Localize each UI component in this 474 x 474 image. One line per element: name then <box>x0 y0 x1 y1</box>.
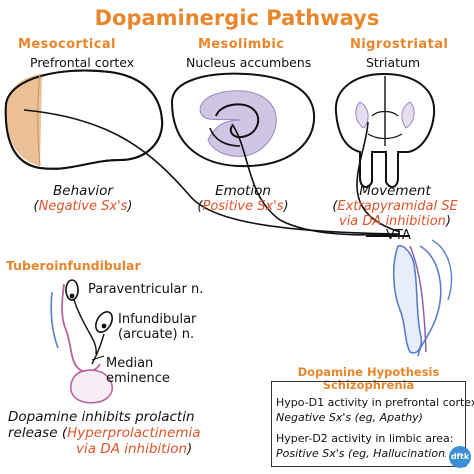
nigrostriatal-title: Nigrostriatal <box>350 37 449 52</box>
hypothesis-box <box>271 381 466 467</box>
mesolimbic-title: Mesolimbic <box>198 37 285 52</box>
hypothesis-line-3: Hyper-D2 activity in limbic area: <box>276 432 454 445</box>
positive-sx-label: (Positive Sx's) <box>197 199 289 214</box>
median-label: Median <box>106 356 154 371</box>
eminence-label: eminence <box>106 371 170 386</box>
hypothesis-line-2: Negative Sx's (eg, Apathy) <box>276 411 423 424</box>
negative-sx-label: (Negative Sx's) <box>33 199 133 214</box>
mesolimbic-brain <box>170 72 316 168</box>
infundibular-nucleus <box>95 311 113 333</box>
pituitary-gland <box>69 369 113 404</box>
infundibular-label: Infundibular <box>118 312 197 327</box>
paraventricular-nucleus <box>65 279 79 301</box>
hypothesis-title: Dopamine Hypothesis <box>297 365 440 379</box>
prolactin-line-1: Dopamine inhibits prolactin <box>8 409 195 425</box>
brand-logo-badge: dftk <box>449 446 471 468</box>
arcuate-label: (arcuate) n. <box>118 327 195 342</box>
vta-label: VTA <box>386 228 411 243</box>
paraventricular-label: Paraventricular n. <box>88 282 204 297</box>
emotion-label: Emotion <box>215 183 271 199</box>
page-title: Dopaminergic Pathways <box>94 6 380 30</box>
striatum-label: Striatum <box>366 55 421 70</box>
striatum-left <box>355 101 369 129</box>
prolactin-line-3: via DA inhibition) <box>76 441 193 457</box>
tuberoinfundibular-title: Tuberoinfundibular <box>6 258 141 273</box>
brainstem <box>392 239 453 357</box>
striatum-right <box>401 101 415 129</box>
prolactin-line-2: release (Hyperprolactinemia <box>8 425 201 441</box>
mesocortical-title: Mesocortical <box>18 37 116 52</box>
hypothesis-line-1: Hypo-D1 activity in prefrontal cortex: <box>276 396 474 409</box>
hypothalamus-diagram <box>50 279 113 404</box>
prefrontal-cortex-label: Prefrontal cortex <box>30 55 135 70</box>
da-inhibition-label: via DA inhibition) <box>339 214 451 229</box>
prefrontal-cortex-shading <box>5 74 42 166</box>
dopamine-tracts <box>23 109 410 237</box>
hypothesis-line-4: Positive Sx's (eg, Hallucinations) <box>276 447 446 460</box>
movement-label: Movement <box>359 183 431 199</box>
nucleus-accumbens-label: Nucleus accumbens <box>186 55 312 70</box>
behavior-label: Behavior <box>53 183 113 199</box>
mesocortical-brain <box>4 69 164 170</box>
nigrostriatal-brain <box>334 72 436 188</box>
extrapyramidal-label: (Extrapyramidal SE <box>332 199 458 214</box>
